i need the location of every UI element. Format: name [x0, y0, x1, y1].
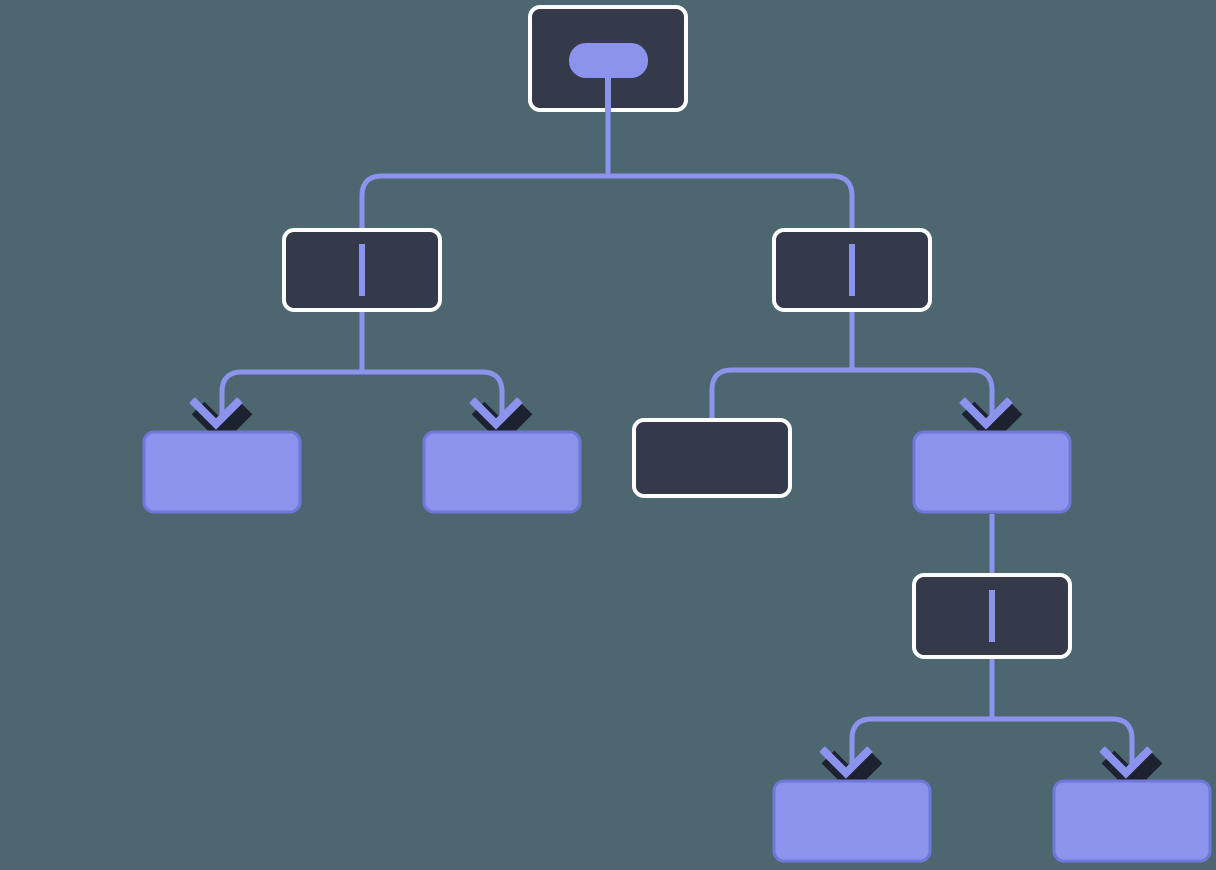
- node-body: [912, 430, 1072, 514]
- node-layer: [142, 5, 1212, 863]
- node-n8-purple[interactable]: [772, 779, 932, 863]
- node-n9-purple[interactable]: [1052, 779, 1212, 863]
- node-n4-purple[interactable]: [422, 430, 582, 514]
- node-n6-purple[interactable]: [912, 430, 1072, 514]
- node-body: [1052, 779, 1212, 863]
- edge-n2-n5: [709, 312, 855, 418]
- node-vertical-bar-icon: [849, 244, 855, 296]
- edge-n2-n6: [849, 312, 995, 432]
- edge-n1-n4: [359, 312, 505, 432]
- node-n1-dark[interactable]: [282, 228, 442, 312]
- node-body: [772, 779, 932, 863]
- node-body: [422, 430, 582, 514]
- arrowhead-icon-0: [189, 397, 243, 430]
- edge-n0-n2: [605, 112, 855, 228]
- arrowhead-icon-1: [469, 397, 523, 430]
- node-pill-icon: [569, 43, 648, 78]
- arrowhead-icon-4: [1099, 746, 1153, 779]
- node-body: [142, 430, 302, 514]
- node-n7-dark[interactable]: [912, 573, 1072, 659]
- edge-n7-n9: [989, 659, 1135, 781]
- arrowhead-icon-3: [819, 746, 873, 779]
- node-vertical-bar-icon: [359, 244, 365, 296]
- node-n0-dark[interactable]: [528, 5, 688, 112]
- node-n5-dark[interactable]: [632, 418, 792, 498]
- node-vertical-bar-icon: [989, 590, 995, 642]
- edge-n1-n3: [219, 312, 365, 432]
- edge-n0-n1: [359, 112, 611, 228]
- node-body: [632, 418, 792, 498]
- node-n2-dark[interactable]: [772, 228, 932, 312]
- arrowhead-layer: [189, 397, 1153, 779]
- edge-n7-n8: [849, 659, 995, 781]
- node-n3-purple[interactable]: [142, 430, 302, 514]
- arrowhead-icon-2: [959, 397, 1013, 430]
- edge-layer: [219, 112, 1135, 781]
- node-stem-icon: [605, 72, 611, 112]
